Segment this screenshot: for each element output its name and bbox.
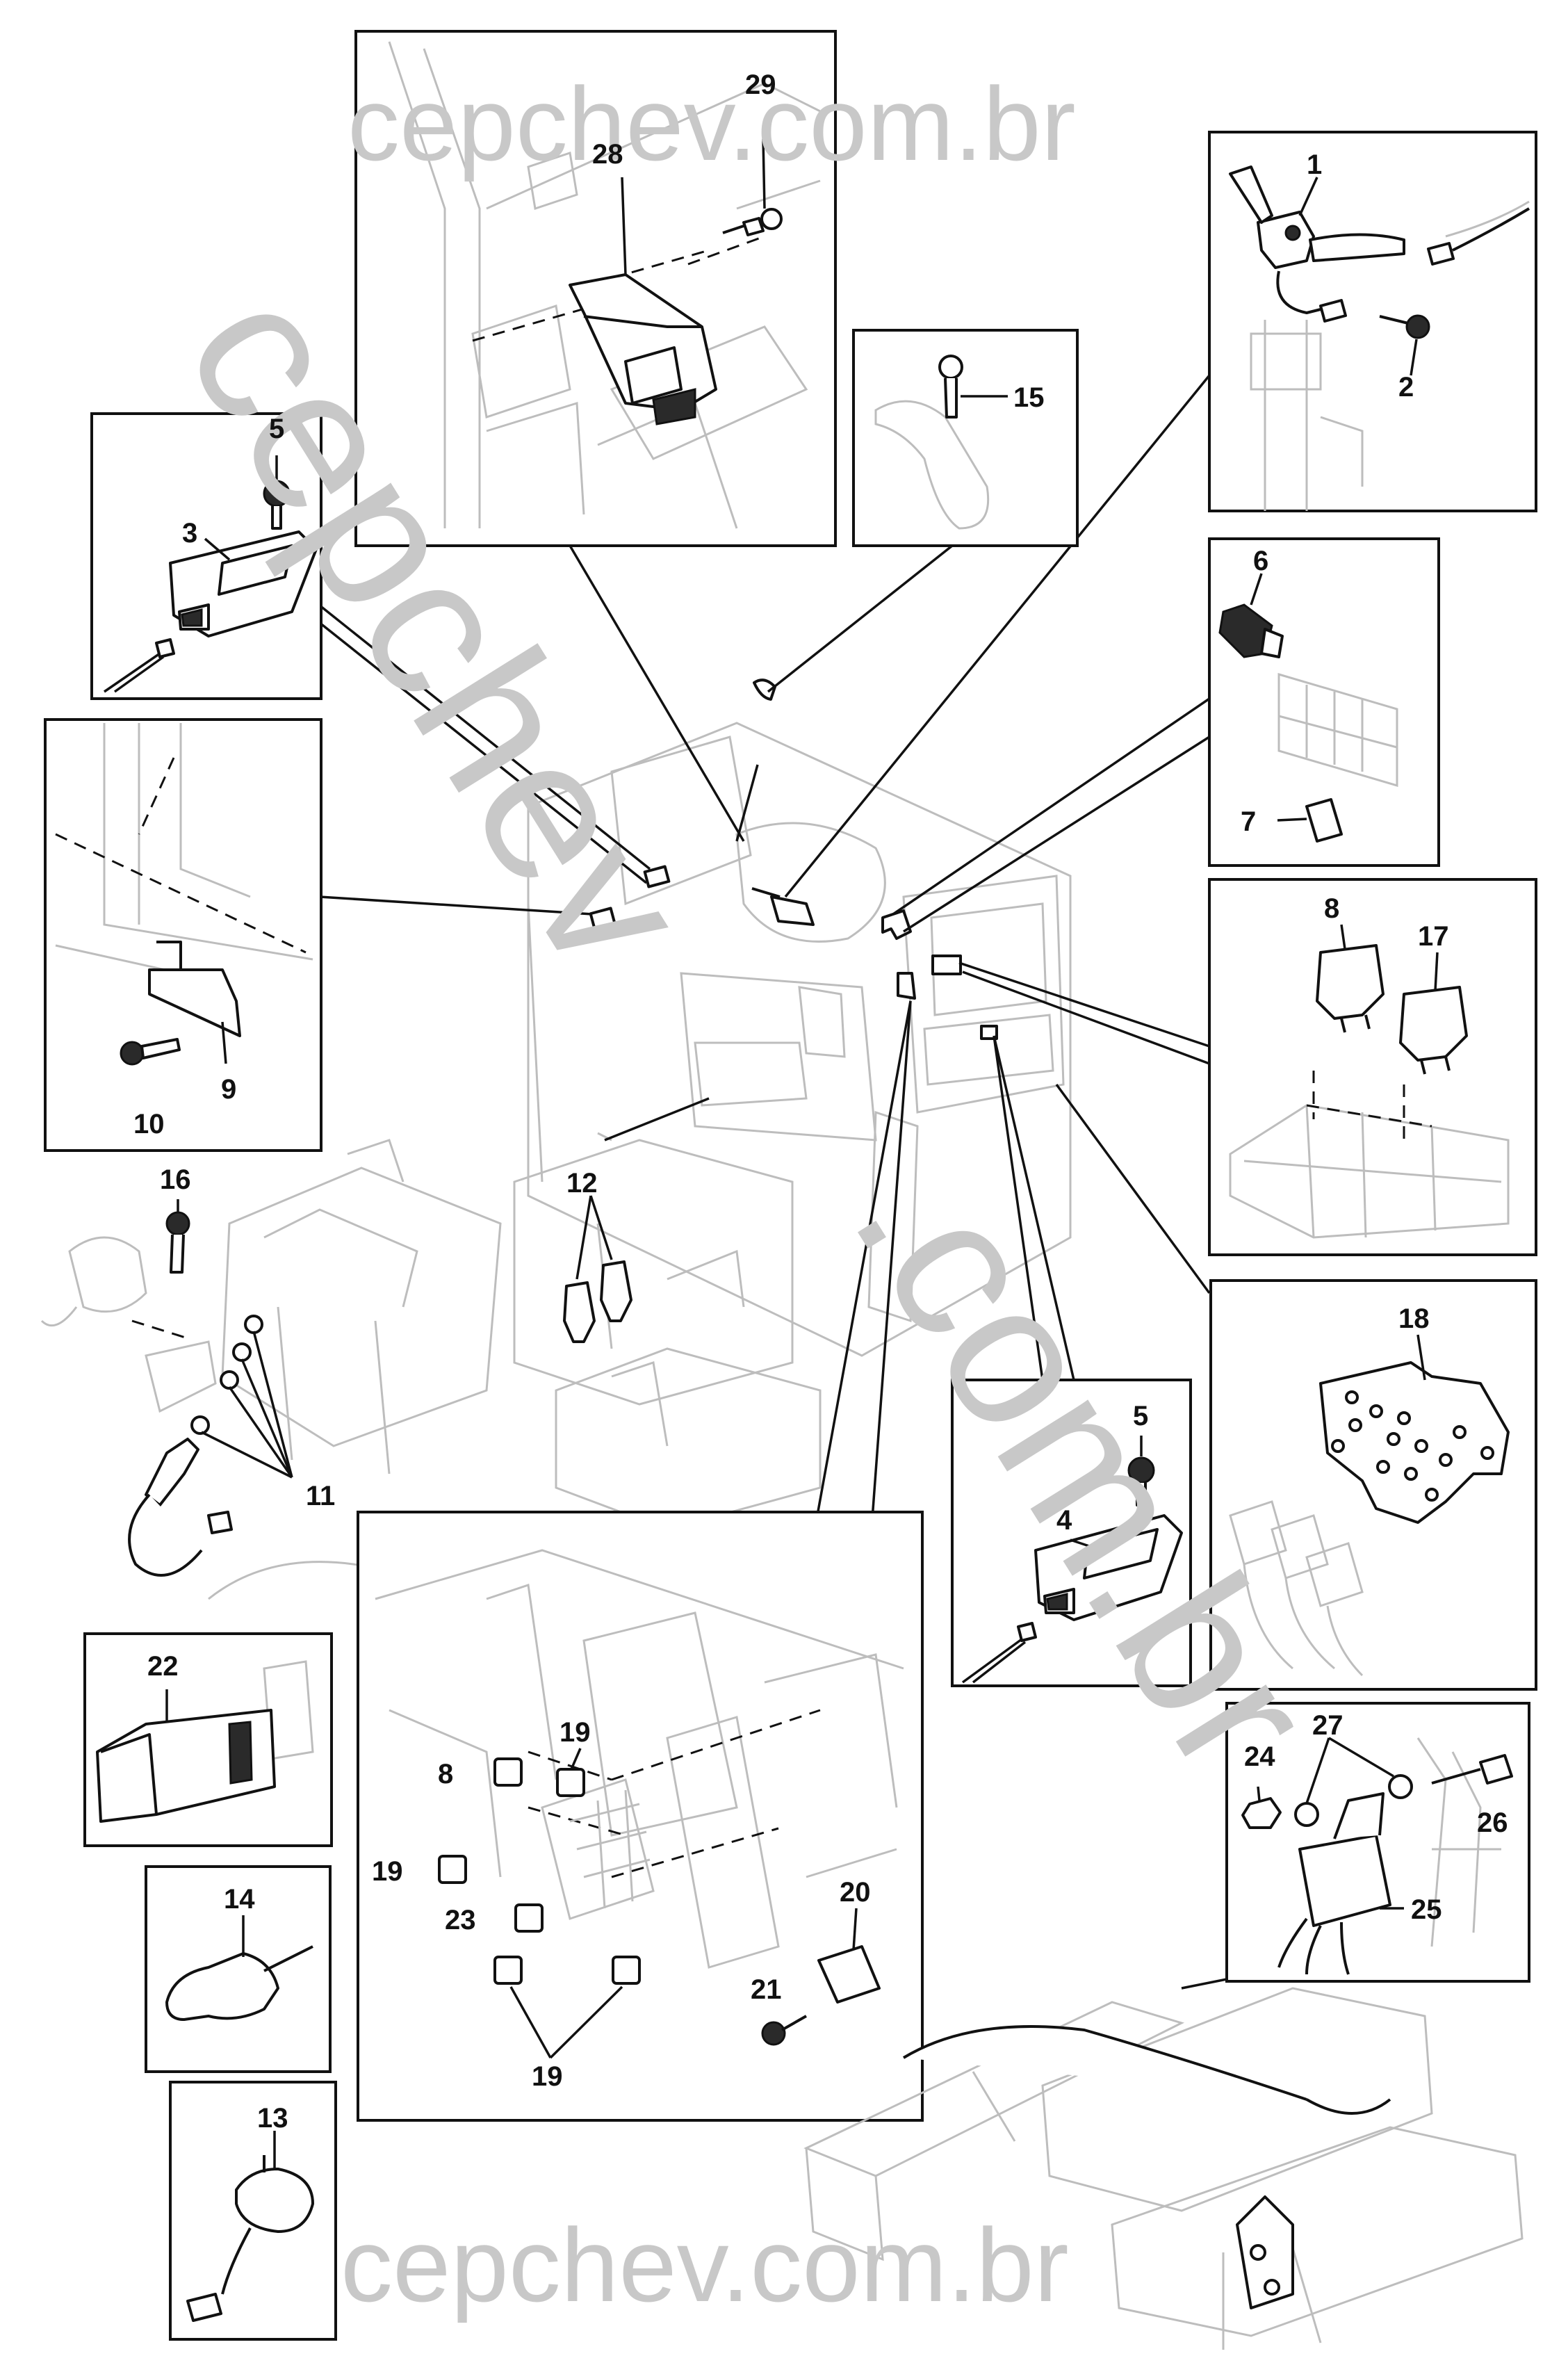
- panel-18: [1209, 1279, 1537, 1691]
- dash-relay-bracket: [881, 909, 912, 940]
- callout-20: 20: [840, 1877, 871, 1908]
- callout-10: 10: [133, 1109, 165, 1139]
- callout-4: 4: [1056, 1505, 1072, 1536]
- callout-19c: 19: [532, 2061, 563, 2092]
- callout-13: 13: [257, 2103, 288, 2134]
- callout-23: 23: [445, 1905, 476, 1935]
- panel-9-10: [44, 718, 322, 1152]
- part-24-nut: [1241, 1797, 1282, 1829]
- callout-8b: 8: [438, 1759, 453, 1789]
- part-1-switch: [1257, 211, 1315, 269]
- callout-22: 22: [147, 1651, 179, 1682]
- callout-9: 9: [221, 1074, 236, 1105]
- dash-switch-left: [643, 865, 671, 888]
- part-10-bolt: [120, 1041, 145, 1066]
- part-19-relay-left: [438, 1855, 467, 1884]
- callout-6: 6: [1253, 546, 1268, 576]
- panel-3-5: [90, 412, 322, 700]
- part-12-switch-b: [600, 1260, 632, 1322]
- callout-2: 2: [1398, 372, 1414, 403]
- callout-19a: 19: [560, 1717, 591, 1748]
- callout-5a: 5: [269, 414, 284, 444]
- panel-14: [145, 1865, 332, 2073]
- part-2-screw: [1405, 314, 1430, 339]
- callout-14: 14: [224, 1884, 255, 1915]
- part-12-switch-a: [563, 1281, 596, 1343]
- part-9-bracket: [148, 968, 241, 1037]
- callout-21: 21: [751, 1974, 782, 2005]
- part-18-panel: [1319, 1361, 1510, 1524]
- part-29-screw: [742, 217, 765, 236]
- callout-24: 24: [1244, 1741, 1275, 1772]
- watermark-bottom: cepchev.com.br: [341, 2207, 1069, 2323]
- part-15-bolt: [938, 355, 963, 380]
- part-21-screw: [761, 2021, 786, 2046]
- dash-small-relay: [980, 1025, 998, 1040]
- callout-18: 18: [1398, 1303, 1430, 1334]
- leader-lines: [304, 374, 1391, 1990]
- dash-column-switch: [770, 895, 815, 926]
- panel-1-2: [1208, 131, 1537, 512]
- panel-13: [169, 2081, 337, 2341]
- panel-8-17: [1208, 878, 1537, 1256]
- panel-6-7: [1208, 537, 1440, 867]
- callout-3: 3: [182, 518, 197, 549]
- callout-28: 28: [592, 139, 623, 170]
- part-27-washer-b: [1388, 1774, 1413, 1799]
- callout-8a: 8: [1324, 893, 1339, 924]
- part-23-relay: [514, 1903, 544, 1933]
- callout-27: 27: [1312, 1710, 1344, 1741]
- panel-15: [852, 329, 1079, 547]
- part-20-relay: [817, 1945, 881, 2004]
- part-25-relay: [1298, 1834, 1391, 1927]
- part-11-sensor: [145, 1438, 199, 1506]
- console-area-12: [513, 1139, 822, 1531]
- part-8-relay: [1316, 944, 1385, 1020]
- callout-1: 1: [1307, 149, 1322, 180]
- panel-28-29: [354, 30, 837, 547]
- part-14-switch: [165, 1952, 279, 2021]
- panel-24-27: [1225, 1702, 1530, 1983]
- part-19-relay-bl: [493, 1956, 523, 1985]
- callout-12: 12: [566, 1168, 598, 1199]
- part-19-relay-top: [556, 1768, 585, 1797]
- callout-26: 26: [1477, 1807, 1508, 1838]
- watermark-top: cepchev.com.br: [348, 65, 1076, 182]
- callout-17: 17: [1418, 921, 1449, 952]
- part-27-washer-a: [1294, 1802, 1319, 1827]
- chassis-frame: [803, 1987, 1524, 2350]
- panel-19-23: [357, 1511, 924, 2122]
- callout-15: 15: [1013, 382, 1045, 413]
- callout-5b: 5: [1133, 1401, 1148, 1431]
- callout-25: 25: [1411, 1894, 1442, 1925]
- dash-switch-left2: [589, 907, 616, 930]
- part-13-switch: [235, 2168, 314, 2233]
- part-19-relay-br: [612, 1956, 641, 1985]
- panel-4-5: [951, 1379, 1192, 1687]
- callout-29: 29: [745, 70, 776, 100]
- dash-lighter: [753, 679, 776, 701]
- part-8b-relay: [493, 1757, 523, 1787]
- part-7-label: [1305, 798, 1343, 843]
- panel-22: [83, 1632, 333, 1847]
- callout-11: 11: [306, 1481, 335, 1511]
- callouts: 29 28 1 2 15 5 3 6 7 8 17 9 10 16 12 18 …: [133, 70, 1508, 2134]
- callout-19b: 19: [372, 1856, 403, 1887]
- part-16-bolt: [165, 1211, 190, 1236]
- sensor-area-11-16: [40, 1139, 502, 1600]
- dash-bracket-lower: [897, 972, 916, 1000]
- callout-7: 7: [1241, 806, 1256, 837]
- part-26-bolt: [1479, 1754, 1513, 1785]
- dash-fuse-box: [931, 954, 962, 975]
- callout-16: 16: [160, 1164, 191, 1195]
